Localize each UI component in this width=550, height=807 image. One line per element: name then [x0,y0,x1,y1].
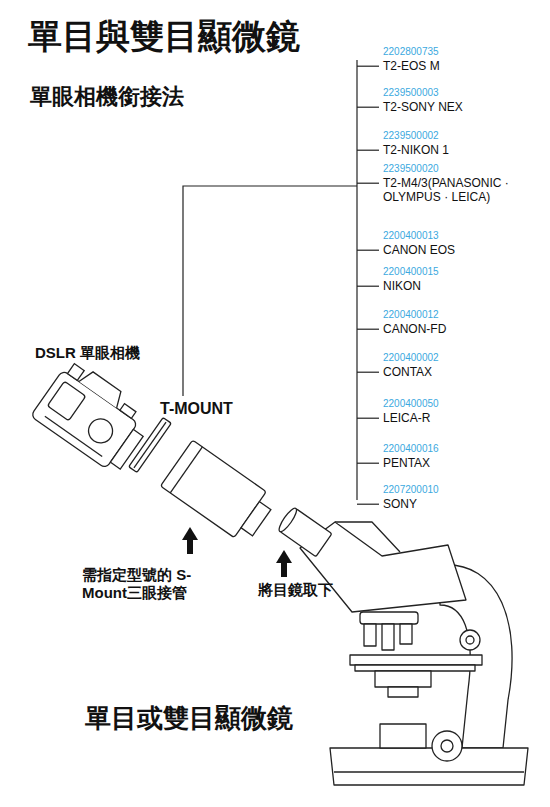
bracket-tick [357,150,379,151]
part-label: T-MOUNT [160,399,233,418]
adapter-name: CONTAX [383,365,533,379]
s-mount-tube [160,440,277,546]
adapter-name: LEICA-R [383,411,533,425]
part-number: 2200400013 [383,230,439,242]
bracket-tick [357,372,379,373]
adapter-bracket [183,60,379,504]
bracket-tick [357,286,379,287]
part-number: 2200400002 [383,352,439,364]
t-mount-ring [129,418,172,473]
part-number: 2239500003 [383,87,439,99]
diagram-title: 單目與雙目顯微鏡 [28,16,300,57]
adapter-name: NIKON [383,279,533,293]
adapter-name: T2-EOS M [383,59,533,73]
eyepiece-label: 將目鏡取下 [258,581,333,599]
subtitle: 單眼相機銜接法 [30,84,184,110]
adapter-name: PENTAX [383,456,533,470]
bracket-tick [357,329,379,330]
tube-label: 需指定型號的 S-Mount三眼接管 [82,566,267,602]
part-number: 2200400015 [383,266,439,278]
adapter-name: CANON-FD [383,322,533,336]
bracket-tick [357,250,379,251]
bracket-tick [357,66,379,67]
diagram-caption: 單目或雙目顯微鏡 [85,703,293,734]
bracket-tick [357,107,379,108]
bracket-tick [357,504,379,505]
adapter-name: CANON EOS [383,243,533,257]
part-number: 2202800735 [383,46,439,58]
adapter-name: T2-NIKON 1 [383,143,533,157]
adapter-name: T2-M4/3(PANASONIC · OLYMPUS · LEICA) [383,176,533,205]
part-number: 2239500002 [383,130,439,142]
part-number: 2207200010 [383,484,439,496]
pointer-arrow [182,527,292,577]
bracket-tick [357,183,379,184]
part-number: 2200400016 [383,443,439,455]
part-number: 2200400050 [383,398,439,410]
adapter-name: SONY [383,497,533,511]
adapter-name: T2-SONY NEX [383,100,533,114]
bracket-tick [357,463,379,464]
part-number: 2239500020 [383,163,439,175]
camera-label: DSLR 單眼相機 [35,344,140,362]
microscope-drawing [276,506,528,785]
part-number: 2200400012 [383,309,439,321]
bracket-tick [357,418,379,419]
